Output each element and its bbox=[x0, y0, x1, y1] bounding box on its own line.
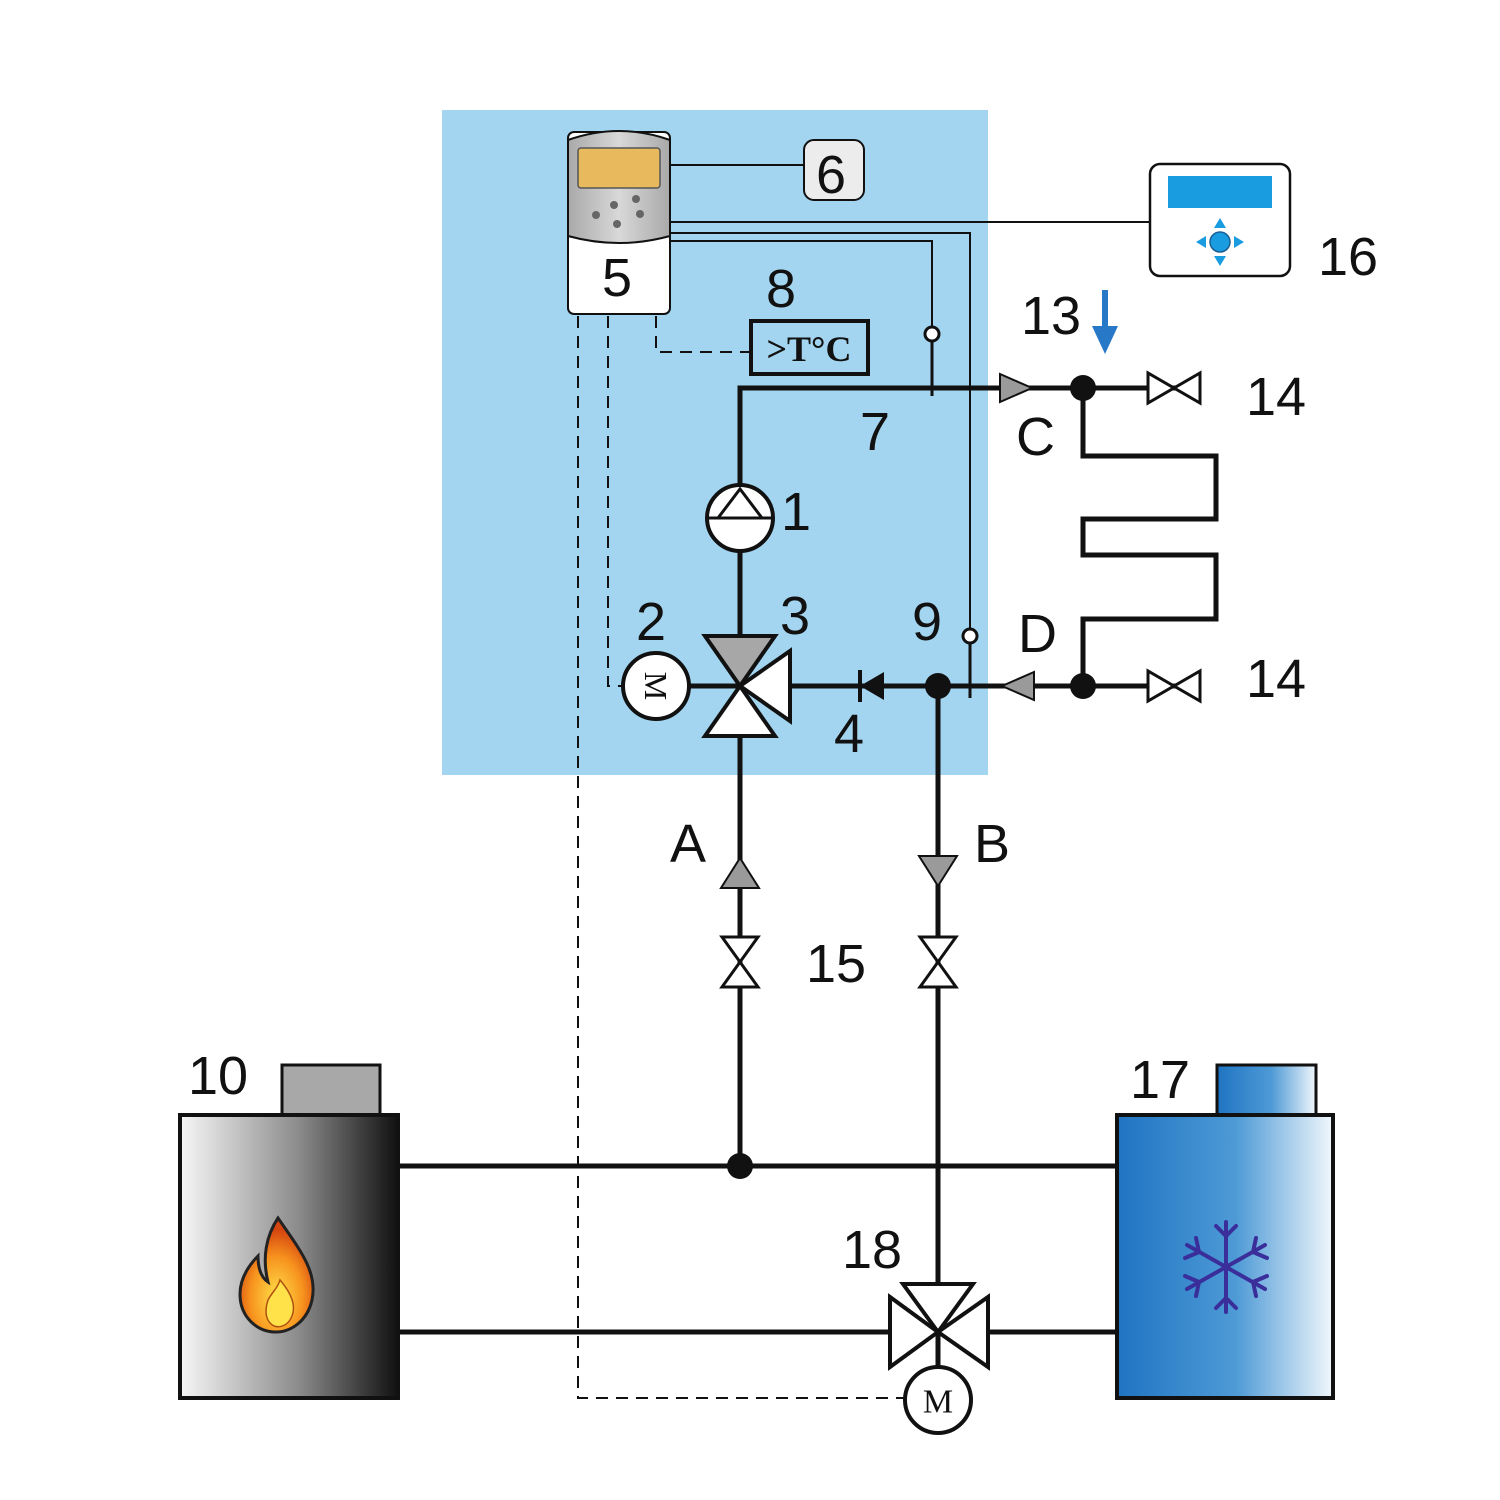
label-14-lower: 14 bbox=[1246, 649, 1306, 709]
label-4: 4 bbox=[834, 704, 864, 764]
shutoff-valve-icon bbox=[719, 935, 761, 989]
flow-arrow-icon bbox=[719, 856, 761, 889]
shutoff-valve-icon bbox=[917, 935, 959, 989]
label-8: 8 bbox=[766, 259, 796, 319]
control-wire-18 bbox=[577, 316, 906, 1399]
svg-text:M: M bbox=[638, 672, 674, 700]
three-way-valve-icon bbox=[701, 634, 792, 738]
pump-icon bbox=[705, 483, 775, 553]
motor-actuator-2: M bbox=[621, 651, 691, 721]
shutoff-valve-icon bbox=[1146, 668, 1202, 704]
sensor-wire-7 bbox=[670, 240, 933, 326]
label-2: 2 bbox=[636, 592, 666, 652]
control-wire-2 bbox=[607, 316, 624, 687]
supply-pipe bbox=[737, 385, 1200, 640]
label-remote-panel: 16 bbox=[1318, 227, 1378, 287]
label-boiler: 10 bbox=[188, 1046, 248, 1106]
heating-coil-icon bbox=[1080, 388, 1219, 686]
label-18: 18 bbox=[842, 1220, 902, 1280]
shutoff-valve-icon bbox=[1146, 370, 1202, 406]
check-valve-icon bbox=[858, 670, 884, 702]
motor-actuator-18: M bbox=[903, 1365, 973, 1435]
label-3: 3 bbox=[780, 586, 810, 646]
thermostat-label: >T°C bbox=[767, 329, 852, 369]
junction-dot bbox=[1070, 673, 1096, 699]
svg-text:M: M bbox=[923, 1384, 953, 1421]
flame-icon bbox=[238, 1215, 315, 1334]
controller-icon bbox=[567, 130, 671, 315]
boiler-top bbox=[280, 1063, 382, 1117]
label-6: 6 bbox=[816, 145, 846, 205]
thermostat-box bbox=[749, 319, 870, 376]
chiller-top bbox=[1215, 1063, 1318, 1117]
mixing-station-zone bbox=[442, 110, 988, 775]
junction-dot bbox=[1070, 375, 1096, 401]
label-A: A bbox=[670, 814, 706, 874]
sensor-wire-9 bbox=[670, 232, 971, 630]
sensor-7 bbox=[923, 325, 941, 396]
label-13: 13 bbox=[1021, 286, 1081, 346]
item-6-box bbox=[803, 139, 865, 201]
remote-panel-icon bbox=[1148, 162, 1292, 278]
label-C: C bbox=[1016, 407, 1055, 467]
sensor-9 bbox=[961, 627, 979, 698]
label-controller: 5 bbox=[602, 248, 632, 308]
junction-dot bbox=[727, 1153, 753, 1179]
snowflake-icon bbox=[1183, 1220, 1269, 1314]
label-9: 9 bbox=[912, 592, 942, 652]
three-way-valve-icon bbox=[888, 1282, 990, 1371]
label-7: 7 bbox=[860, 402, 890, 462]
flow-arrow-icon bbox=[999, 670, 1035, 702]
junction-dot bbox=[925, 673, 951, 699]
flow-arrow-icon bbox=[917, 855, 959, 888]
label-B: B bbox=[974, 814, 1010, 874]
flow-arrow-icon bbox=[999, 372, 1035, 404]
label-chiller: 17 bbox=[1130, 1050, 1190, 1110]
flow-arrow-icon bbox=[1092, 290, 1118, 354]
label-14-upper: 14 bbox=[1246, 367, 1306, 427]
control-wire-8 bbox=[655, 316, 752, 353]
boiler-icon bbox=[178, 1113, 400, 1400]
label-pump: 1 bbox=[781, 482, 811, 542]
label-D: D bbox=[1018, 604, 1057, 664]
label-15: 15 bbox=[806, 934, 866, 994]
